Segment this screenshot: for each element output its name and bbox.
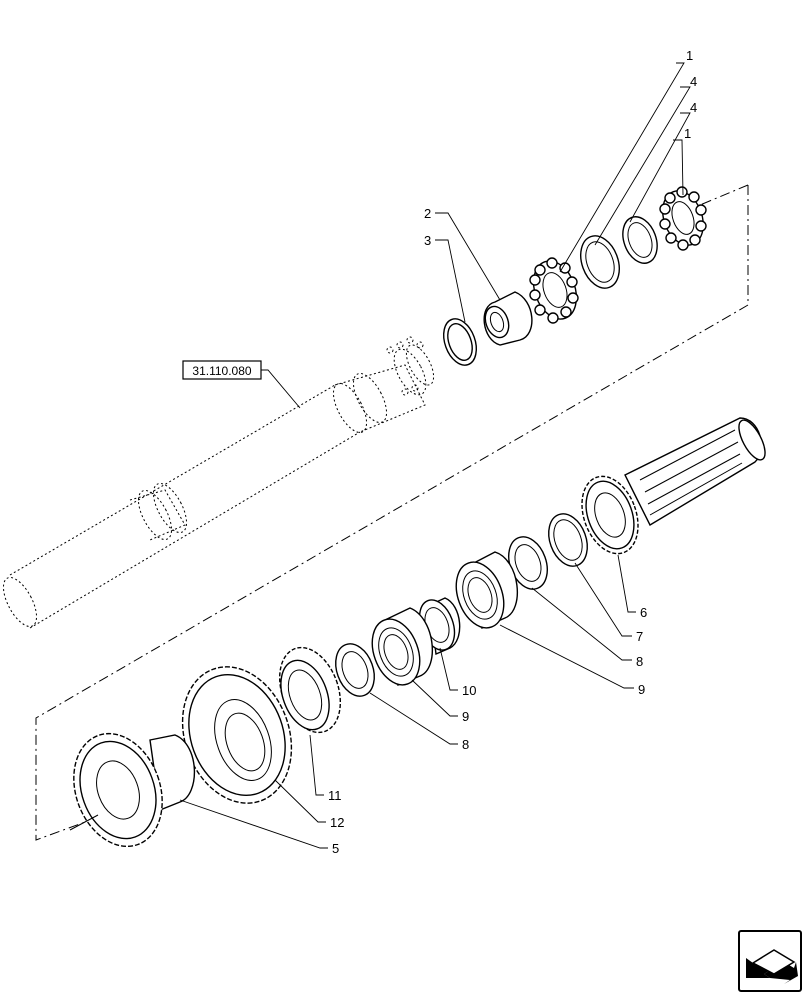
part-3-snap-ring	[442, 318, 478, 366]
part-4-ring-upper	[622, 216, 658, 264]
reference-label-text: 31.110.080	[192, 364, 251, 378]
part-11-gear	[278, 646, 342, 734]
callout-3: 3	[424, 233, 431, 248]
reference-leader	[261, 369, 301, 409]
assembly-boundary-upper	[699, 184, 749, 206]
part-1-needle-cage-upper	[659, 186, 707, 251]
callout-8-upper: 8	[636, 654, 643, 669]
callout-numbers: 1 4 4 1 2 3 6 7 8 9 10 9 8 11 12 5	[328, 48, 697, 856]
callout-6: 6	[640, 605, 647, 620]
reference-shaft-outline	[2, 336, 435, 629]
part-2-bushing	[483, 291, 533, 346]
part-8-washer-lower	[335, 643, 375, 697]
callout-12: 12	[330, 815, 344, 830]
part-4-ring-lower	[580, 235, 620, 289]
part-12-gear	[181, 666, 293, 804]
part-8-washer-upper	[508, 536, 548, 590]
callout-1-lower: 1	[684, 126, 691, 141]
assembly-boundary	[35, 185, 749, 841]
part-6-gear	[581, 475, 639, 555]
callout-4-upper: 4	[690, 74, 697, 89]
leader-lines	[179, 62, 691, 849]
callout-7: 7	[636, 629, 643, 644]
part-5-gear-hub	[69, 732, 196, 848]
callout-11: 11	[328, 788, 342, 803]
main-splined-shaft	[624, 417, 766, 526]
callout-2: 2	[424, 206, 431, 221]
reference-label[interactable]: 31.110.080	[182, 360, 262, 380]
part-9-bearing-lower	[371, 607, 434, 686]
callout-10: 10	[462, 683, 476, 698]
part-1-needle-cage-lower	[529, 257, 579, 324]
callout-9-upper: 9	[638, 682, 645, 697]
callout-5: 5	[332, 841, 339, 856]
next-page-button[interactable]	[738, 930, 802, 992]
part-7-snap-ring	[548, 513, 588, 567]
callout-1-upper: 1	[686, 48, 693, 63]
callout-4-lower: 4	[690, 100, 697, 115]
next-page-arrow-icon	[746, 949, 798, 984]
callout-8-lower: 8	[462, 737, 469, 752]
callout-9-lower: 9	[462, 709, 469, 724]
part-9-bearing-upper	[455, 551, 519, 629]
